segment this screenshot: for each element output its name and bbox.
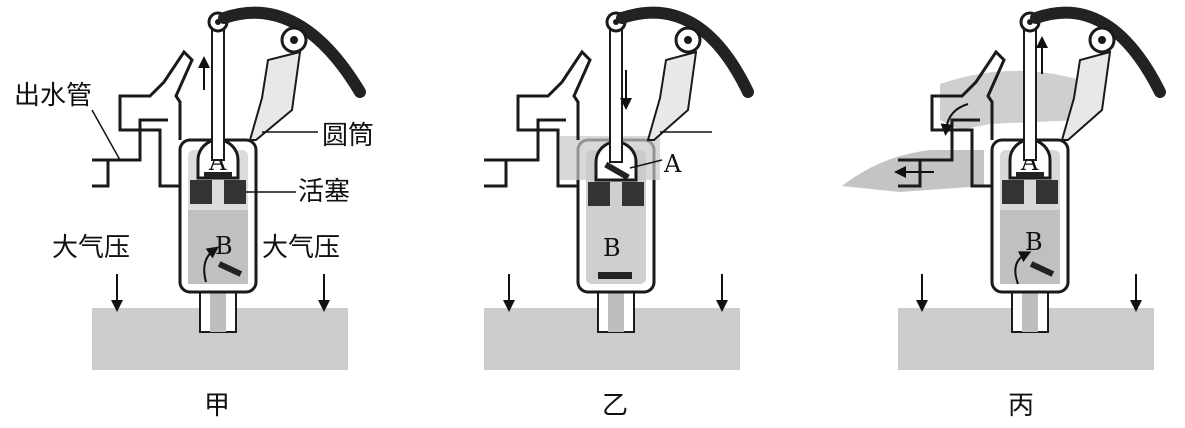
outlet-pipe bbox=[118, 49, 194, 188]
valve-a-label: A bbox=[663, 150, 682, 178]
piston-rod bbox=[609, 27, 623, 163]
piston bbox=[588, 182, 644, 206]
piston-label: 活塞 bbox=[298, 177, 350, 207]
cylinder-label: 圆筒 bbox=[322, 121, 374, 151]
piston bbox=[190, 180, 246, 204]
valve-b-flap bbox=[598, 272, 632, 279]
caption-bing: 丙 bbox=[1008, 391, 1034, 421]
pump-handle bbox=[218, 6, 366, 98]
valve-a-leader bbox=[629, 159, 663, 169]
valve-b-label: B bbox=[215, 232, 233, 260]
valve-a-flap bbox=[604, 161, 630, 181]
piston bbox=[1002, 180, 1058, 204]
pump-handle bbox=[616, 6, 754, 98]
valve-a-flap bbox=[204, 172, 232, 178]
pump-handle bbox=[1030, 6, 1166, 98]
valve-b-flap bbox=[217, 261, 243, 277]
atm-left-label: 大气压 bbox=[52, 233, 130, 263]
valve-b-label: B bbox=[1025, 228, 1043, 256]
flow-arrow-b bbox=[203, 246, 219, 283]
handle-support bbox=[646, 50, 698, 141]
flow-arrow-outlet-curve bbox=[940, 103, 969, 136]
valve-b-flap bbox=[1029, 261, 1055, 277]
valve-b-label: B bbox=[603, 234, 621, 262]
outlet-pipe bbox=[516, 49, 592, 188]
panel-yi: A B 乙 bbox=[484, 6, 754, 421]
caption-jia: 甲 bbox=[204, 391, 230, 421]
caption-yi: 乙 bbox=[602, 391, 628, 421]
flow-arrow-b bbox=[1014, 251, 1032, 285]
outlet-pipe bbox=[930, 49, 1006, 188]
handle-support bbox=[248, 50, 302, 141]
panel-jia: A B 出水管 圆筒 活塞 大气压 大气压 甲 bbox=[14, 6, 374, 421]
handle-support bbox=[1060, 50, 1112, 141]
outlet-leader bbox=[91, 109, 121, 161]
panel-bing: A B 丙 bbox=[842, 6, 1166, 421]
valve-a-flap bbox=[1016, 172, 1044, 178]
piston-rod bbox=[211, 27, 225, 161]
outlet-pipe-label: 出水管 bbox=[14, 81, 92, 111]
atm-right-label: 大气压 bbox=[262, 233, 340, 263]
piston-rod bbox=[1023, 27, 1037, 161]
water-in-outlet bbox=[940, 70, 1080, 130]
